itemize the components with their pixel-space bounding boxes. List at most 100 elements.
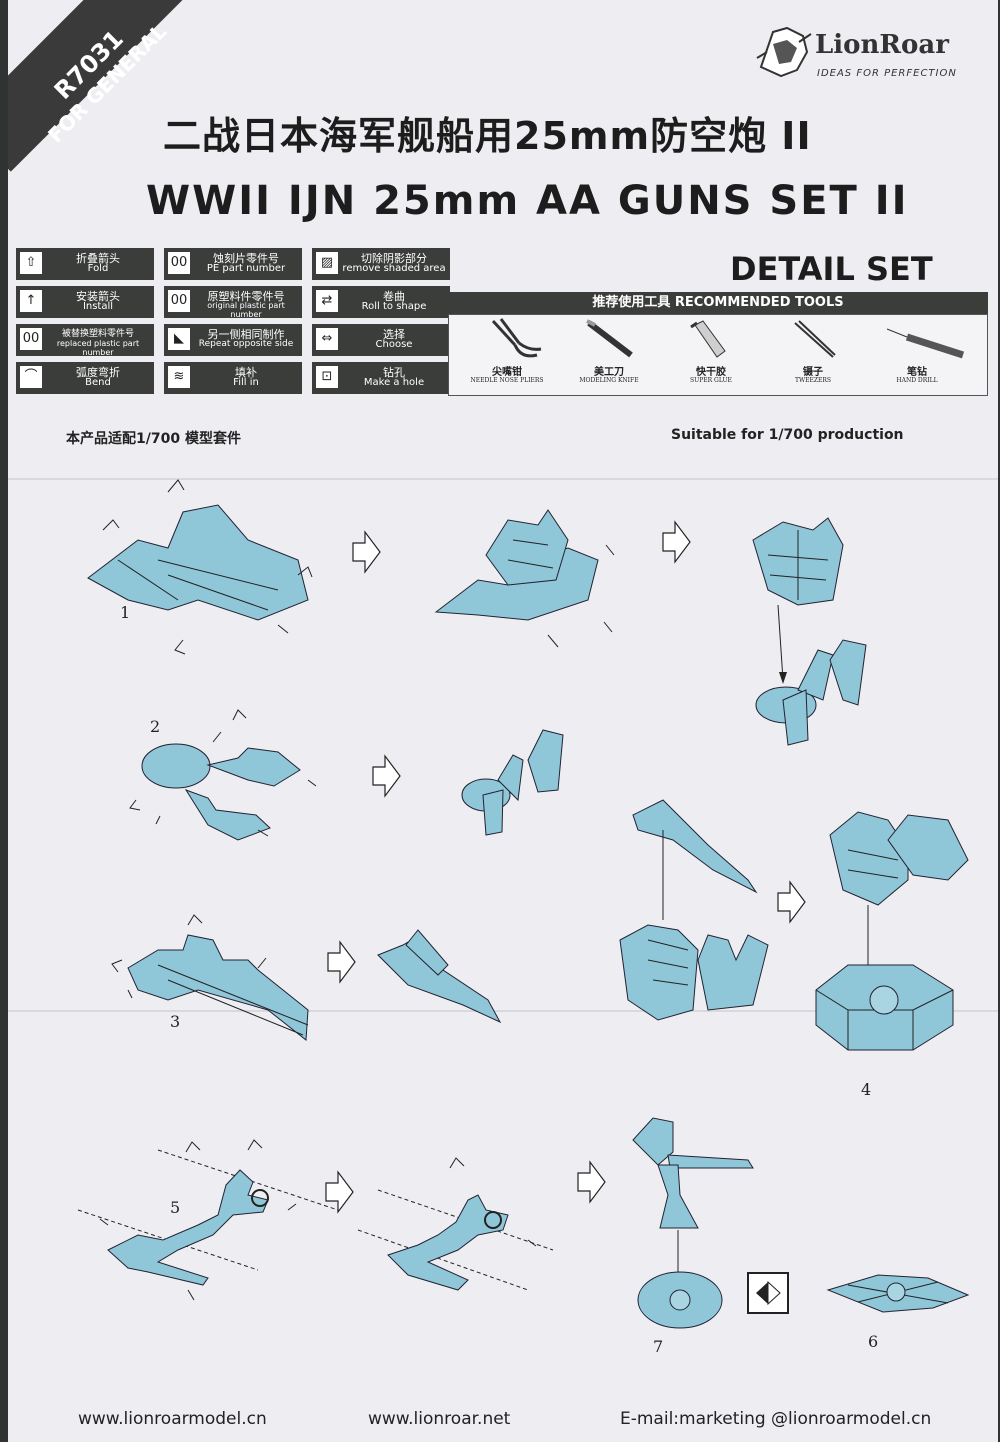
fold-arrow-icon: ⇧	[20, 252, 42, 274]
step-number: 1	[120, 603, 131, 622]
legend-label-en: Make a hole	[363, 377, 425, 388]
background-edge	[0, 0, 8, 1442]
legend-label-en: original plastic part number	[207, 301, 285, 319]
next-step-arrow-icon	[662, 520, 691, 564]
legend-label-en: Roll to shape	[361, 301, 427, 312]
legend-label-cn: 选择	[383, 328, 405, 341]
legend-label-cn: 切除阴影部分	[361, 252, 427, 265]
detail-set-heading: DETAIL SET	[730, 250, 933, 288]
pliers-icon	[491, 318, 542, 358]
step-number: 2	[150, 717, 161, 736]
legend-label-cn: 蚀刻片零件号	[213, 252, 279, 265]
footer-website-2: www.lionroar.net	[368, 1409, 511, 1429]
step3-folded-part	[377, 929, 502, 1024]
next-step-arrow-icon	[372, 754, 401, 798]
step2-flat-part	[129, 709, 317, 841]
legend-label-cn: 原塑料件零件号	[207, 290, 285, 303]
tool-pliers: 尖嘴钳 NEEDLE NOSE PLIERS	[457, 315, 557, 395]
legend-label-en: replaced plastic part number	[56, 339, 140, 357]
legend-label-cn: 弧度弯折	[76, 366, 120, 379]
tools-header: 推荐使用工具 RECOMMENDED TOOLS	[448, 292, 988, 314]
paper-fold-line	[8, 1010, 998, 1012]
choose-icon	[747, 1272, 789, 1314]
tool-label-cn: 快干胶	[696, 367, 726, 378]
brand-tagline: IDEAS FOR PERFECTION	[817, 68, 957, 79]
next-step-arrow-icon	[352, 530, 381, 574]
legend-label-cn: 安装箭头	[76, 290, 120, 303]
replaced-part-icon: 00	[20, 328, 42, 350]
tool-drill: 笔钻 HAND DRILL	[867, 315, 967, 395]
step3-flat-part	[111, 914, 309, 1041]
tweezers-icon	[794, 320, 836, 358]
roll-shape-icon: ⇄	[316, 290, 338, 312]
legend-label-en: Bend	[85, 377, 111, 388]
tool-label-cn: 尖嘴钳	[492, 367, 522, 378]
make-hole-icon: ⊡	[316, 366, 338, 388]
title-english: WWII IJN 25mm AA GUNS SET II	[146, 178, 909, 224]
install-arrow-icon: ↑	[20, 290, 42, 312]
step1-folded-part	[434, 509, 615, 648]
step1-assembled-part	[752, 517, 844, 684]
step5-flat-part	[77, 1139, 339, 1301]
legend-label-cn: 填补	[235, 366, 257, 379]
instruction-sheet: R7031 FOR GENERAL LionRoar IDEAS FOR PER…	[8, 0, 998, 1442]
remove-shaded-icon: ▨	[316, 252, 338, 274]
tool-label-cn: 镊子	[803, 367, 823, 378]
footer-website-1: www.lionroarmodel.cn	[78, 1409, 267, 1429]
legend-label-en: Fold	[87, 263, 109, 274]
next-step-arrow-icon	[777, 880, 806, 924]
legend-label-en: PE part number	[206, 263, 286, 274]
title-chinese: 二战日本海军舰船用25mm防空炮 II	[163, 114, 812, 158]
tool-knife: 美工刀 MODELING KNIFE	[559, 315, 659, 395]
center-assembly-part	[619, 799, 769, 1021]
legend-label-cn: 另一侧相同制作	[207, 328, 285, 341]
step-number: 7	[653, 1337, 664, 1356]
knife-icon	[586, 319, 633, 358]
tool-label-cn: 笔钻	[907, 367, 927, 378]
legend-label-cn: 卷曲	[383, 290, 405, 303]
step5-folded-part	[357, 1157, 554, 1291]
tool-label-en: NEEDLE NOSE PLIERS	[470, 377, 544, 384]
paper-fold-line	[8, 478, 998, 480]
process-arrows	[325, 520, 806, 1214]
fill-in-icon: ≋	[168, 366, 190, 388]
tool-label-en: MODELING KNIFE	[579, 377, 639, 384]
step6-part	[826, 1274, 970, 1313]
tool-label-en: SUPER GLUE	[690, 377, 732, 384]
pe-part-number-icon: 00	[168, 252, 190, 274]
tool-label-cn: 美工刀	[594, 367, 624, 378]
legend-label-en: Repeat opposite side	[198, 339, 294, 349]
brand-name: LionRoar	[815, 30, 949, 60]
tool-label-en: TWEEZERS	[794, 377, 832, 384]
tools-panel: 尖嘴钳 NEEDLE NOSE PLIERS 美工刀 MODELING KNIF…	[448, 314, 988, 396]
step-number: 5	[170, 1198, 181, 1217]
repeat-side-icon: ◣	[168, 328, 190, 350]
footer-email: E-mail:marketing @lionroarmodel.cn	[620, 1409, 932, 1429]
legend-label-cn: 折叠箭头	[76, 252, 120, 265]
legend-label-en: Install	[82, 301, 114, 312]
step-number: 3	[170, 1012, 181, 1031]
step2-mid-part	[461, 729, 564, 836]
legend-label-en: Choose	[375, 339, 413, 350]
legend-label-cn: 被替换塑料零件号	[61, 329, 134, 339]
step-number: 6	[868, 1332, 879, 1351]
step7-gun-part	[632, 1117, 754, 1329]
legend-label-en: remove shaded area	[342, 263, 446, 274]
next-step-arrow-icon	[327, 940, 356, 984]
assembly-diagram	[77, 479, 970, 1329]
tool-glue: 快干胶 SUPER GLUE	[661, 315, 761, 395]
next-step-arrow-icon	[577, 1160, 606, 1204]
glue-icon	[690, 320, 726, 358]
choose-icon: ⇔	[316, 328, 338, 350]
step1-flat-part	[87, 479, 313, 655]
